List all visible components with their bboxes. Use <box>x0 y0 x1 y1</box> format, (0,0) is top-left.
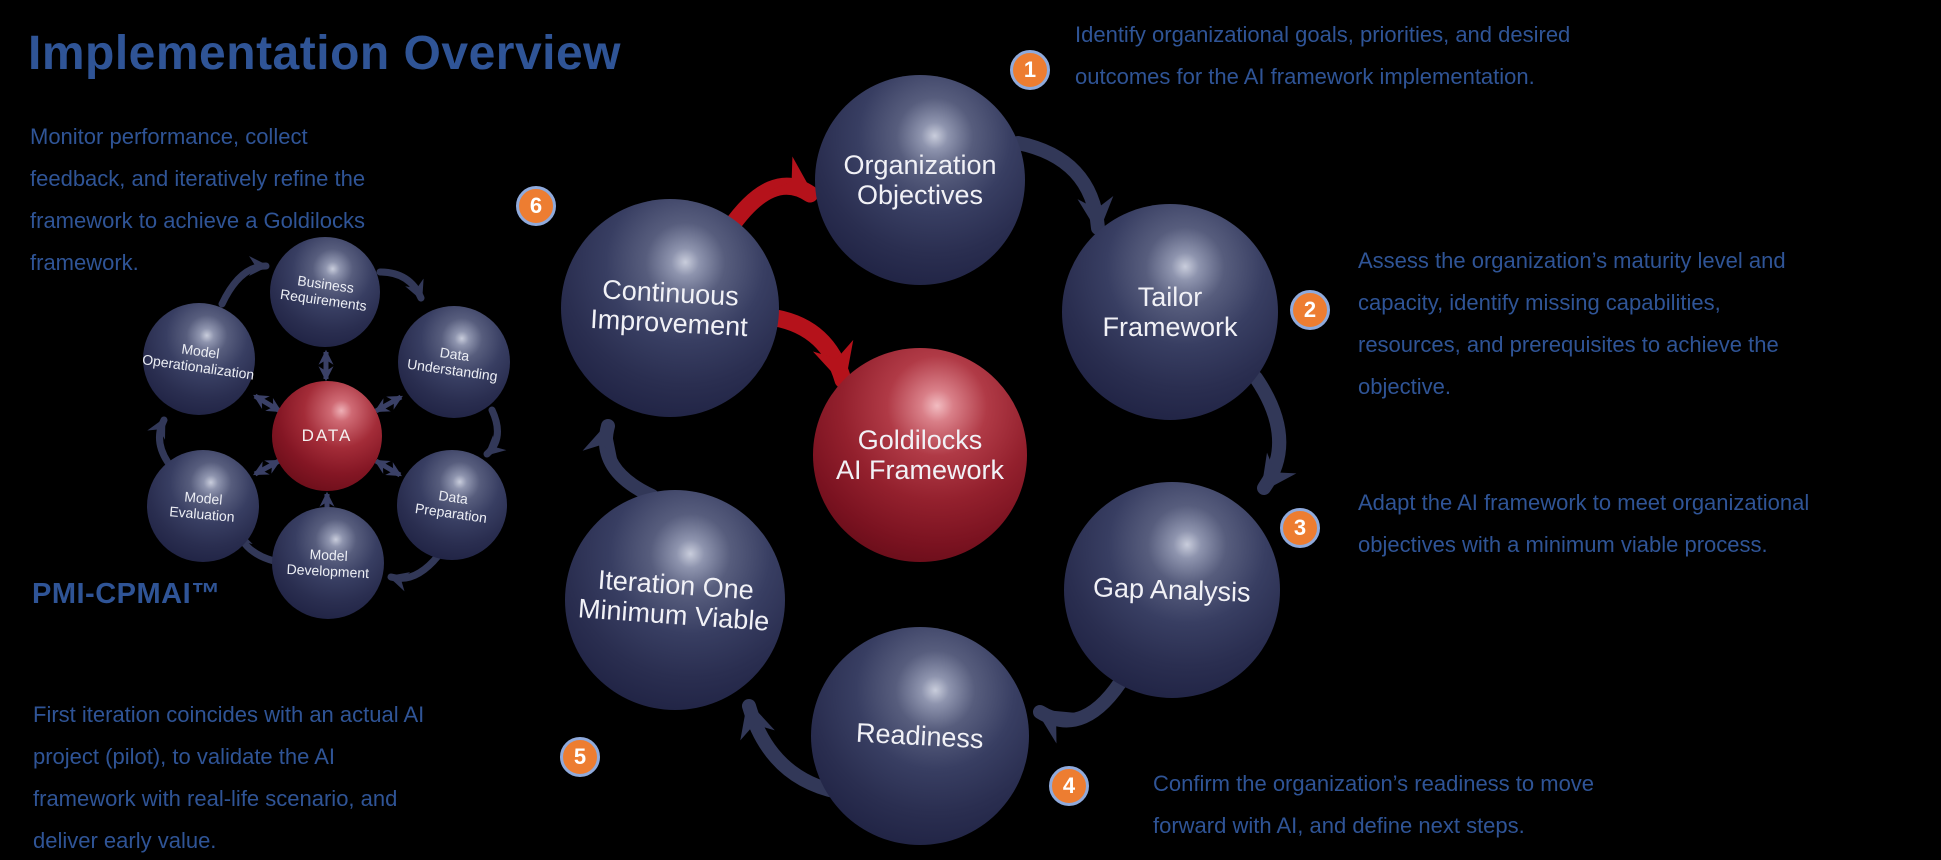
note-line: Monitor performance, collect <box>30 124 308 149</box>
step-note-6: Monitor performance, collect feedback, a… <box>30 116 365 284</box>
step-note-2: Assess the organization’s maturity level… <box>1358 240 1786 408</box>
note-line: feedback, and iteratively refine the <box>30 166 366 191</box>
note-line: capacity, identify missing capabilities, <box>1358 290 1721 315</box>
arrow-understanding-to-preparation <box>483 406 507 458</box>
step-note-1: Identify organizational goals, prioritie… <box>1075 14 1570 98</box>
arrow-data-understanding <box>374 394 403 414</box>
note-line: resources, and prerequisites to achieve … <box>1358 332 1779 357</box>
sphere-gap-analysis: Gap Analysis <box>1064 482 1280 698</box>
arrow-preparation-to-development <box>387 552 442 592</box>
arrow-data-preparation <box>374 458 402 478</box>
arrow-iteration-to-continuous <box>582 419 659 503</box>
badge-number: 1 <box>1023 57 1037 82</box>
note-line: Confirm the organization’s readiness to … <box>1153 771 1595 796</box>
note-line: framework to achieve a Goldilocks <box>30 208 366 233</box>
sphere-data: DATA <box>272 381 382 491</box>
sphere-readiness: Readiness <box>811 627 1029 845</box>
note-line: framework with real-life scenario, and <box>33 786 398 811</box>
note-line: Identify organizational goals, prioritie… <box>1075 22 1571 47</box>
note-line: objective. <box>1358 374 1451 399</box>
arrow-continuous-to-objectives-red <box>721 156 819 237</box>
sphere-label: Readiness <box>855 717 985 755</box>
step-badge-5: 5 <box>560 737 600 777</box>
note-line: outcomes for the AI framework implementa… <box>1075 64 1535 89</box>
note-line: First iteration coincides with an actual… <box>33 702 425 727</box>
badge-number: 5 <box>573 744 587 769</box>
step-badge-3: 3 <box>1280 508 1320 548</box>
arrow-continuous-to-goldilocks-red <box>767 309 854 389</box>
note-line: project (pilot), to validate the AI <box>33 744 336 769</box>
badge-number: 6 <box>529 193 543 218</box>
note-line: deliver early value. <box>33 828 217 853</box>
note-line: framework. <box>30 250 139 275</box>
step-badge-1: 1 <box>1010 50 1050 90</box>
sphere-label: DATA <box>301 426 353 445</box>
step-note-4: Confirm the organization’s readiness to … <box>1153 763 1594 847</box>
sphere-label: Gap Analysis <box>1092 572 1252 608</box>
page-title: Implementation Overview <box>28 27 622 80</box>
badge-number: 3 <box>1293 515 1307 540</box>
note-line: forward with AI, and define next steps. <box>1153 813 1525 838</box>
step-note-5: First iteration coincides with an actual… <box>33 694 424 860</box>
badge-number: 2 <box>1303 297 1317 322</box>
arrow-data-operationalization <box>253 393 282 414</box>
step-note-3: Adapt the AI framework to meet organizat… <box>1358 482 1809 566</box>
cpmai-title: PMI-CPMAI™ <box>32 578 221 610</box>
arrow-requirements-to-understanding <box>376 268 425 302</box>
step-badge-4: 4 <box>1049 766 1089 806</box>
arrow-operationalization-to-requirements <box>218 256 270 308</box>
arrow-objectives-to-tailor <box>1011 136 1114 235</box>
step-badge-2: 2 <box>1290 290 1330 330</box>
note-line: Adapt the AI framework to meet organizat… <box>1358 490 1810 515</box>
step-badge-6: 6 <box>516 186 556 226</box>
badge-number: 4 <box>1062 773 1076 798</box>
arrow-tailor-to-gap <box>1249 371 1297 495</box>
arrow-data-evaluation <box>253 458 281 477</box>
arrow-gap-to-readiness <box>1033 668 1132 744</box>
note-line: objectives with a minimum viable process… <box>1358 532 1768 557</box>
note-line: Assess the organization’s maturity level… <box>1358 248 1786 273</box>
